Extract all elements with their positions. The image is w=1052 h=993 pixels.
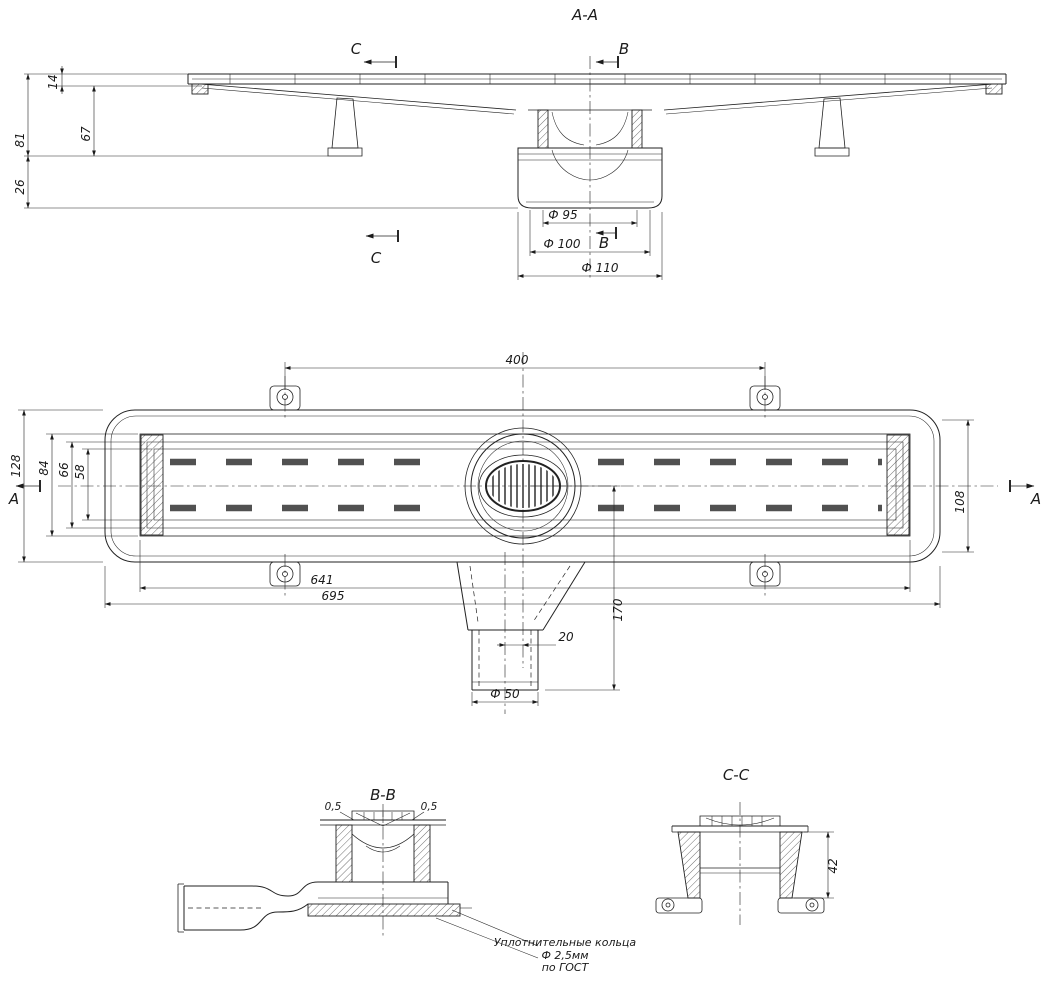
section-letter-a-right: A bbox=[1030, 490, 1041, 508]
mounting-brackets bbox=[269, 385, 781, 587]
dim-outlet-length: 170 bbox=[611, 598, 625, 621]
dim-dia-100: Ф 100 bbox=[543, 237, 580, 251]
height-dimensions: 14 67 81 26 bbox=[13, 66, 518, 209]
section-marker-a-left: A bbox=[8, 480, 41, 508]
dim-outlet-drop: 26 bbox=[13, 179, 27, 195]
section-marker-b-bottom: B bbox=[595, 227, 617, 252]
section-marker-b-top: B bbox=[595, 40, 629, 68]
section-letter-b-bottom: B bbox=[599, 234, 609, 252]
section-letter-a-left: A bbox=[8, 490, 19, 508]
outlet-housing bbox=[456, 561, 586, 691]
siphon-trap bbox=[177, 881, 319, 933]
dim-outlet-offset: 20 bbox=[558, 630, 574, 644]
width-dimensions: 128 84 66 58 bbox=[9, 409, 152, 563]
section-letter-c-top: C bbox=[351, 40, 362, 58]
dim-grate-outer: 66 bbox=[57, 462, 71, 478]
channel-end-cap-right bbox=[985, 83, 1003, 95]
section-marker-c-bottom: C bbox=[365, 230, 399, 267]
dim-right-width: 108 bbox=[953, 490, 967, 513]
section-letter-c-bottom: C bbox=[371, 249, 382, 267]
dim-gap-right: 0,5 bbox=[421, 801, 438, 813]
channel-end-cap-left bbox=[191, 83, 209, 95]
dim-grate-height: 14 bbox=[46, 74, 60, 89]
dim-frame-width: 84 bbox=[37, 460, 51, 475]
support-leg-left bbox=[327, 97, 363, 157]
note-line-1: Уплотнительные кольца bbox=[494, 936, 637, 949]
section-marker-c-top: C bbox=[351, 40, 397, 68]
dim-total-length: 695 bbox=[322, 589, 345, 603]
section-bb-view: B-B 0,5 0,5 bbox=[177, 786, 637, 974]
grate-end-hatch-right bbox=[886, 434, 910, 536]
dim-body-height: 67 bbox=[79, 126, 93, 142]
note-line-2: Ф 2,5мм bbox=[541, 949, 588, 962]
section-bb-title: B-B bbox=[370, 786, 396, 804]
section-cc-title: C-C bbox=[723, 766, 750, 784]
diameter-dimensions: Ф 95 Ф 100 Ф 110 bbox=[517, 208, 663, 280]
dim-gap-left: 0,5 bbox=[325, 801, 342, 813]
dim-bracket-span-group: 400 bbox=[284, 353, 766, 390]
dim-right-group: 108 bbox=[942, 419, 974, 553]
grate-panel-ticks bbox=[229, 74, 951, 84]
dim-total-height: 81 bbox=[13, 132, 27, 147]
outlet-dimensions: 20 170 Ф 50 bbox=[471, 485, 625, 706]
plan-view: 400 128 84 66 58 108 bbox=[8, 352, 1041, 714]
section-cc-view: C-C 42 bbox=[655, 766, 840, 925]
length-dimensions: 641 695 bbox=[104, 540, 941, 608]
section-marker-a-right: A bbox=[1009, 480, 1041, 508]
dim-wall-height-group: 42 bbox=[794, 831, 840, 899]
note-line-3: по ГОСТ bbox=[542, 961, 590, 974]
dim-body-width: 128 bbox=[9, 454, 23, 477]
dim-grate-inner: 58 bbox=[73, 464, 87, 480]
dim-dia-95: Ф 95 bbox=[548, 208, 577, 222]
grate-slots bbox=[170, 458, 882, 512]
sealing-ring-note: Уплотнительные кольца Ф 2,5мм по ГОСТ bbox=[494, 936, 637, 974]
dim-frame-length: 641 bbox=[311, 573, 334, 587]
dim-bracket-span: 400 bbox=[506, 353, 529, 367]
grate-end-hatch-left bbox=[140, 434, 164, 536]
dim-wall-height: 42 bbox=[826, 858, 840, 873]
dim-dia-50: Ф 50 bbox=[490, 687, 520, 701]
section-aa-title: A-A bbox=[571, 6, 598, 24]
support-leg-right bbox=[814, 97, 850, 157]
section-aa-view: A-A bbox=[13, 6, 1007, 280]
section-letter-b-top: B bbox=[619, 40, 629, 58]
dim-dia-110: Ф 110 bbox=[581, 261, 618, 275]
